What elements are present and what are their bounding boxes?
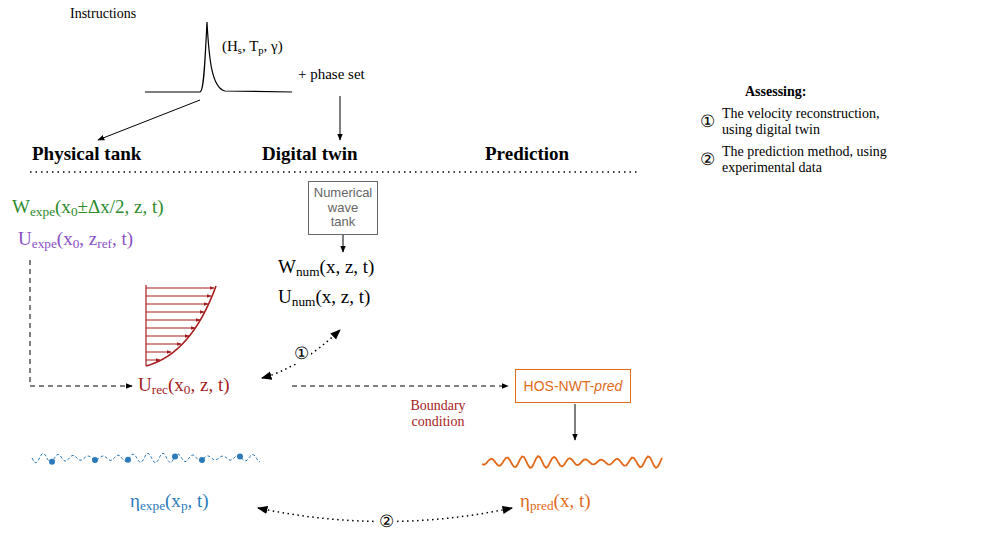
boundary-label: Boundary condition — [398, 398, 478, 430]
callout-number: ① — [700, 112, 715, 132]
predicted-wave — [482, 456, 662, 468]
parameter-label: (Hs, Tp, γ) — [222, 38, 283, 55]
signal-label: Wnum(x, z, t) — [278, 256, 374, 278]
legend-text: The velocity reconstruction, using digit… — [722, 106, 902, 138]
legend-text: The prediction method, using experimenta… — [722, 144, 902, 176]
process-box: HOS-NWT-pred — [515, 369, 632, 403]
callout-number: ② — [700, 150, 715, 170]
probe-dots — [49, 453, 243, 464]
signal-label: ηpred(x, t) — [520, 490, 591, 512]
velocity-profile — [146, 285, 216, 366]
measured-wave — [32, 453, 260, 463]
column-header: Digital twin — [262, 143, 358, 165]
process-box: Numerical wave tank — [308, 181, 378, 236]
signal-label: Unum(x, z, t) — [278, 286, 370, 308]
spectrum-curve — [145, 22, 292, 92]
column-header: Physical tank — [32, 143, 141, 165]
signal-label: Uexpe(x0, zref, t) — [18, 228, 133, 250]
node-text: Numerical wave tank — [314, 186, 373, 231]
legend-heading: Assessing: — [745, 84, 806, 100]
phase-arrow — [340, 96, 341, 140]
instruction-arrow — [98, 100, 200, 140]
assess-arrow — [262, 330, 340, 378]
signal-label: ηexpe(xp, t) — [130, 490, 209, 512]
column-header: Prediction — [485, 143, 569, 165]
output-arrow — [575, 404, 576, 440]
signal-label: Urec(x0, z, t) — [138, 374, 230, 396]
dashed-arrow — [30, 260, 132, 386]
instruction-label: Instructions — [70, 6, 136, 22]
separator-line — [30, 171, 640, 172]
phase-label: + phase set — [298, 66, 365, 83]
callout-number: ① — [292, 344, 311, 364]
node-text: HOS-NWT-pred — [524, 378, 623, 394]
callout-number: ② — [377, 512, 396, 532]
signal-label: Wexpe(x0±Δx/2, z, t) — [12, 196, 164, 218]
dashed-arrow — [292, 386, 508, 387]
